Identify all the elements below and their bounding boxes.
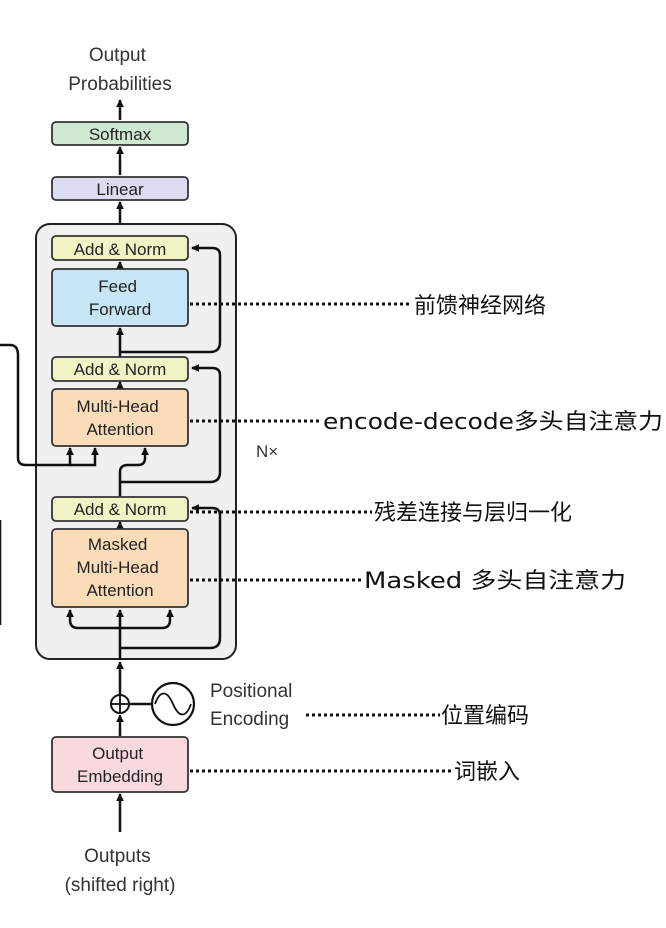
encoder-output-branch <box>70 447 99 467</box>
add-norm-bottom-block: Add & Norm <box>51 496 189 522</box>
annotation-positional-encoding: 位置编码 <box>441 704 529 729</box>
positional-encoding-label: Positional Encoding <box>210 681 298 730</box>
svg-text:Softmax: Softmax <box>89 125 152 144</box>
cross-attention-block: Multi-Head Attention <box>51 388 189 447</box>
softmax-block: Softmax <box>51 121 189 146</box>
svg-text:Feed Forward: Feed Forward <box>89 277 151 319</box>
svg-text:Add & Norm: Add & Norm <box>74 360 167 379</box>
encoder-output-connection <box>0 343 74 467</box>
svg-text:Multi-Head Attention: Multi-Head Attention <box>77 397 164 439</box>
svg-text:Add & Norm: Add & Norm <box>74 500 167 519</box>
sine-wave-icon <box>150 681 196 727</box>
annotation-masked-attention: Masked 多头自注意力 <box>364 569 626 594</box>
masked-input-left <box>66 609 120 630</box>
flow-addnorm-bottom-to-attn <box>118 447 149 496</box>
svg-text:Masked Multi-Head: Masked Multi-Head Attention <box>77 535 164 600</box>
add-norm-top-block: Add & Norm <box>51 235 189 261</box>
repeat-label: N× <box>256 442 278 461</box>
output-probabilities-label: Output Probabilities <box>68 45 172 95</box>
annotation-feed-forward: 前馈神经网络 <box>414 294 546 319</box>
add-norm-mid-block: Add & Norm <box>51 356 189 382</box>
svg-text:Add & Norm: Add & Norm <box>74 240 167 259</box>
residual-cross-attention <box>120 364 222 484</box>
svg-text:Output Embedding: Output Embedding <box>77 744 163 786</box>
annotation-add-norm: 残差连接与层归一化 <box>374 501 572 526</box>
feed-forward-block: Feed Forward <box>51 268 189 327</box>
add-operator <box>110 694 130 714</box>
output-embedding-block: Output Embedding <box>51 736 189 793</box>
annotation-cross-attention: encode-decode多头自注意力 <box>323 410 663 435</box>
masked-input-right <box>120 609 174 630</box>
outputs-shifted-right-label: Outputs (shifted right) <box>65 846 176 896</box>
masked-attention-block: Masked Multi-Head Attention <box>51 528 189 608</box>
residual-masked-attention <box>120 504 222 650</box>
annotation-embedding: 词嵌入 <box>454 760 520 785</box>
residual-ffn <box>120 244 222 354</box>
linear-block: Linear <box>51 176 189 201</box>
svg-text:Linear: Linear <box>96 180 144 199</box>
